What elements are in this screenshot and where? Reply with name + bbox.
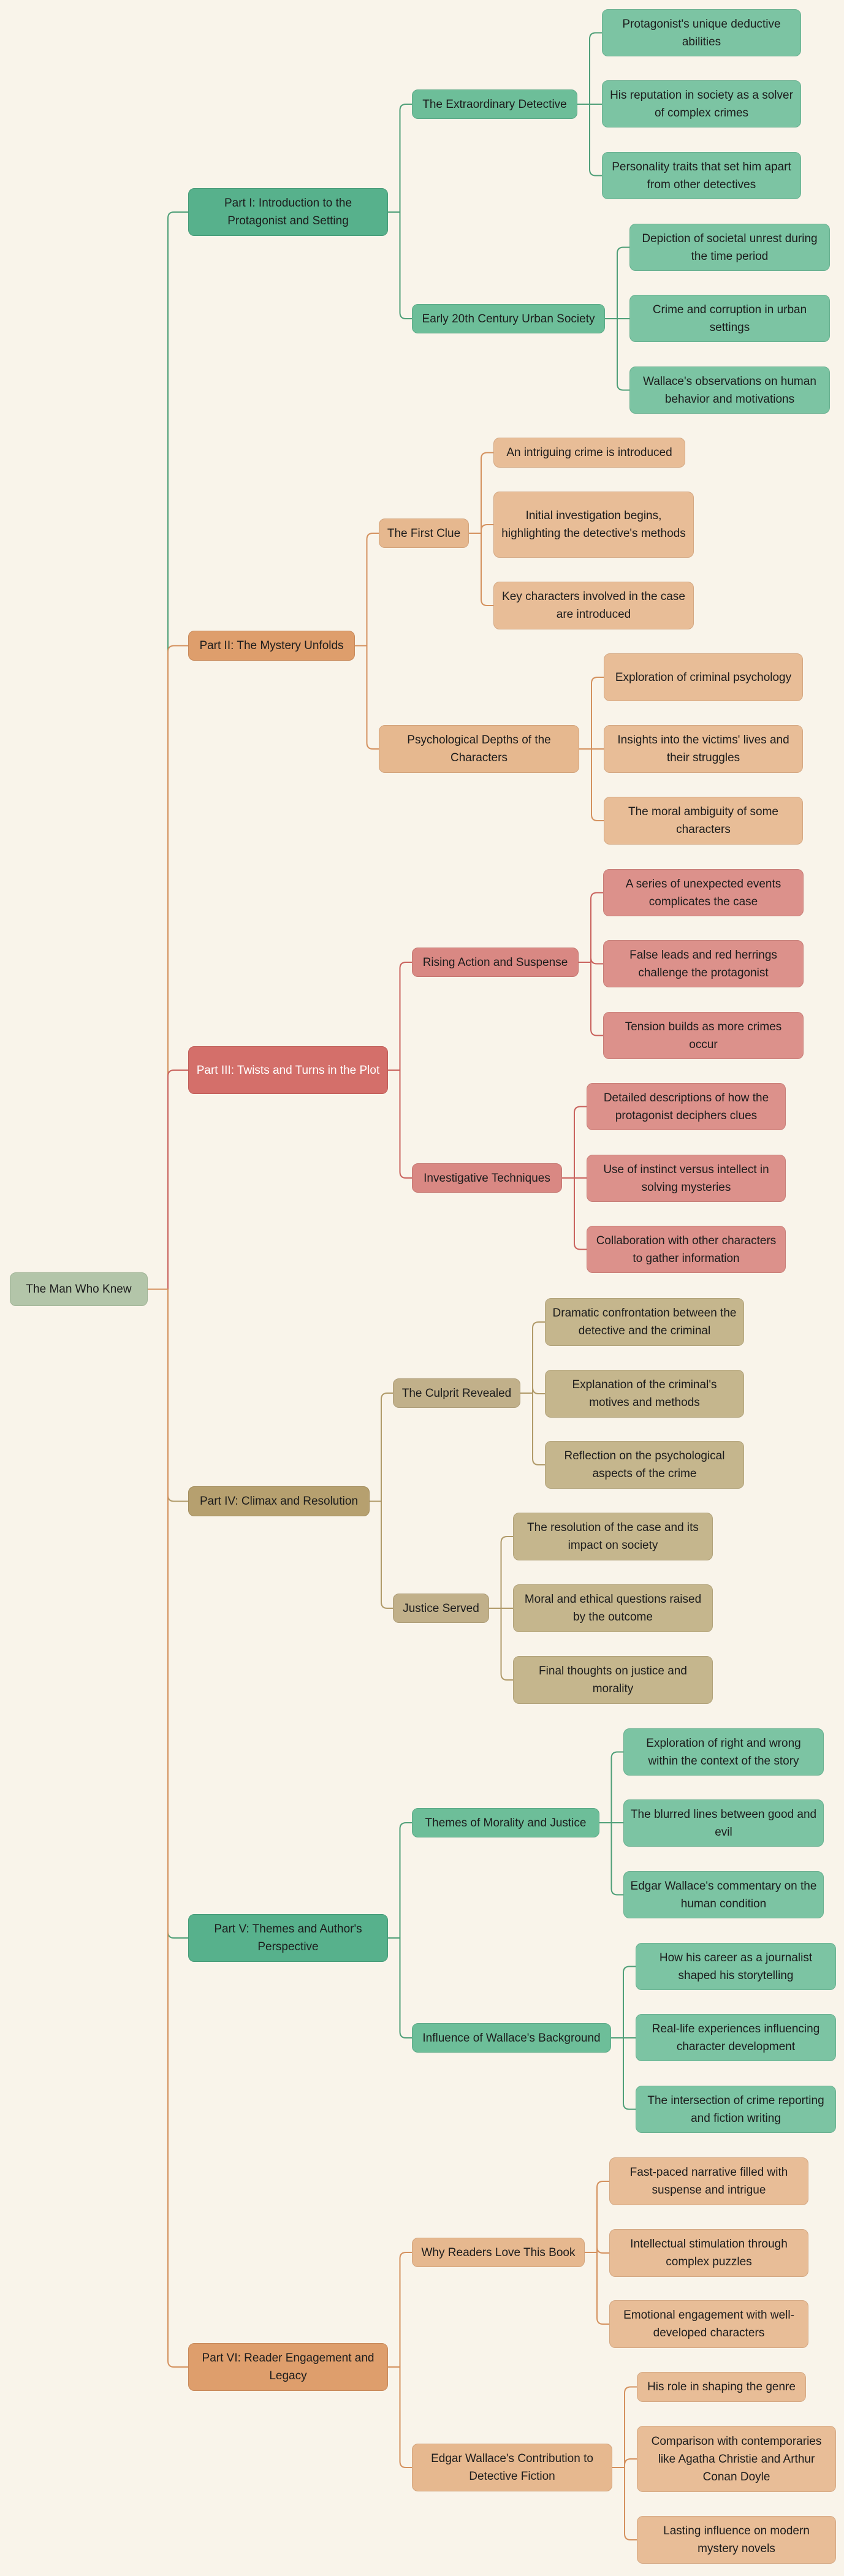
part-4-sub-1-leaf-2: Explanation of the criminal's motives an… [545, 1370, 744, 1418]
connector-part-2 [355, 533, 379, 750]
part-5-sub-1-leaf-3: Edgar Wallace's commentary on the human … [623, 1871, 824, 1918]
part-1-sub-1: The Extraordinary Detective [412, 89, 577, 119]
part-1-sub-1-leaf-3: Personality traits that set him apart fr… [602, 152, 801, 199]
connector-part-1 [388, 104, 412, 319]
part-4-sub-2: Justice Served [393, 1594, 489, 1623]
part-2-sub-1: The First Clue [379, 519, 469, 548]
part-2-sub-1-leaf-2: Initial investigation begins, highlighti… [493, 492, 694, 558]
part-2-sub-2-leaf-3: The moral ambiguity of some characters [604, 797, 803, 845]
connector-part-4 [370, 1392, 393, 1609]
connector-part-3 [388, 962, 412, 1179]
root-node: The Man Who Knew [10, 1272, 148, 1306]
connector-part-5 [388, 1822, 412, 2038]
part-5-node: Part V: Themes and Author's Perspective [188, 1914, 388, 1962]
part-5-sub-1-leaf-2: The blurred lines between good and evil [623, 1799, 824, 1847]
part-2-sub-2-leaf-2: Insights into the victims' lives and the… [604, 725, 803, 773]
connector-part-6-sub-2 [612, 2386, 637, 2540]
part-3-sub-1-leaf-1: A series of unexpected events complicate… [603, 869, 804, 916]
part-6-sub-1: Why Readers Love This Book [412, 2238, 585, 2267]
part-1-sub-2-leaf-1: Depiction of societal unrest during the … [629, 224, 830, 271]
connector-part-1-sub-2 [605, 246, 629, 391]
part-6-sub-1-leaf-2: Intellectual stimulation through complex… [609, 2229, 808, 2277]
part-2-node: Part II: The Mystery Unfolds [188, 631, 355, 661]
part-5-sub-1-leaf-1: Exploration of right and wrong within th… [623, 1728, 824, 1776]
connector-part-1-sub-1 [577, 32, 602, 177]
part-6-sub-2: Edgar Wallace's Contribution to Detectiv… [412, 2444, 612, 2491]
part-6-sub-2-leaf-3: Lasting influence on modern mystery nove… [637, 2516, 836, 2564]
part-5-sub-2: Influence of Wallace's Background [412, 2023, 611, 2053]
part-3-sub-2: Investigative Techniques [412, 1163, 562, 1193]
connector-part-4-sub-1 [520, 1321, 545, 1465]
connector-part-2-sub-2 [579, 677, 604, 821]
part-6-node: Part VI: Reader Engagement and Legacy [188, 2343, 388, 2391]
part-3-sub-1-leaf-2: False leads and red herrings challenge t… [603, 940, 804, 987]
connector-part-3-sub-1 [579, 892, 603, 1036]
part-5-sub-2-leaf-3: The intersection of crime reporting and … [636, 2086, 836, 2133]
part-3-sub-2-leaf-3: Collaboration with other characters to g… [587, 1226, 786, 1273]
part-6-sub-1-leaf-3: Emotional engagement with well-developed… [609, 2300, 808, 2348]
part-6-sub-1-leaf-1: Fast-paced narrative filled with suspens… [609, 2157, 808, 2205]
part-3-sub-1: Rising Action and Suspense [412, 948, 579, 977]
part-5-sub-2-leaf-1: How his career as a journalist shaped hi… [636, 1943, 836, 1990]
part-5-sub-2-leaf-2: Real-life experiences influencing charac… [636, 2014, 836, 2061]
connector-part-2-sub-1 [469, 452, 493, 606]
part-3-sub-1-leaf-3: Tension builds as more crimes occur [603, 1012, 804, 1059]
part-1-sub-1-leaf-1: Protagonist's unique deductive abilities [602, 9, 801, 56]
part-4-sub-1: The Culprit Revealed [393, 1378, 520, 1408]
connector-part-6 [388, 2252, 412, 2468]
part-6-sub-2-leaf-1: His role in shaping the genre [637, 2372, 806, 2402]
part-4-sub-2-leaf-2: Moral and ethical questions raised by th… [513, 1584, 713, 1632]
connector-part-6-sub-1 [585, 2181, 609, 2325]
part-2-sub-1-leaf-3: Key characters involved in the case are … [493, 582, 694, 629]
part-1-sub-2-leaf-3: Wallace's observations on human behavior… [629, 367, 830, 414]
connector-part-3-sub-2 [562, 1106, 587, 1250]
connector-part-4-sub-2 [489, 1536, 513, 1681]
part-4-sub-1-leaf-1: Dramatic confrontation between the detec… [545, 1298, 744, 1346]
connector-part-5-sub-1 [599, 1751, 623, 1896]
part-4-sub-2-leaf-3: Final thoughts on justice and morality [513, 1656, 713, 1704]
part-2-sub-2-leaf-1: Exploration of criminal psychology [604, 653, 803, 701]
connector-root-part-3 [148, 1070, 188, 1290]
part-2-sub-2: Psychological Depths of the Characters [379, 725, 579, 773]
part-4-sub-2-leaf-1: The resolution of the case and its impac… [513, 1513, 713, 1560]
part-4-node: Part IV: Climax and Resolution [188, 1486, 370, 1516]
part-2-sub-1-leaf-1: An intriguing crime is introduced [493, 438, 685, 468]
part-3-sub-2-leaf-2: Use of instinct versus intellect in solv… [587, 1155, 786, 1202]
part-1-sub-2: Early 20th Century Urban Society [412, 304, 605, 333]
connector-root-part-6 [148, 1288, 188, 2368]
part-6-sub-2-leaf-2: Comparison with contemporaries like Agat… [637, 2426, 836, 2492]
part-3-node: Part III: Twists and Turns in the Plot [188, 1046, 388, 1094]
connector-part-5-sub-2 [611, 1966, 636, 2110]
part-1-sub-1-leaf-2: His reputation in society as a solver of… [602, 80, 801, 127]
part-5-sub-1: Themes of Morality and Justice [412, 1808, 599, 1837]
part-1-node: Part I: Introduction to the Protagonist … [188, 188, 388, 236]
part-3-sub-2-leaf-1: Detailed descriptions of how the protago… [587, 1083, 786, 1130]
part-1-sub-2-leaf-2: Crime and corruption in urban settings [629, 295, 830, 342]
part-4-sub-1-leaf-3: Reflection on the psychological aspects … [545, 1441, 744, 1489]
